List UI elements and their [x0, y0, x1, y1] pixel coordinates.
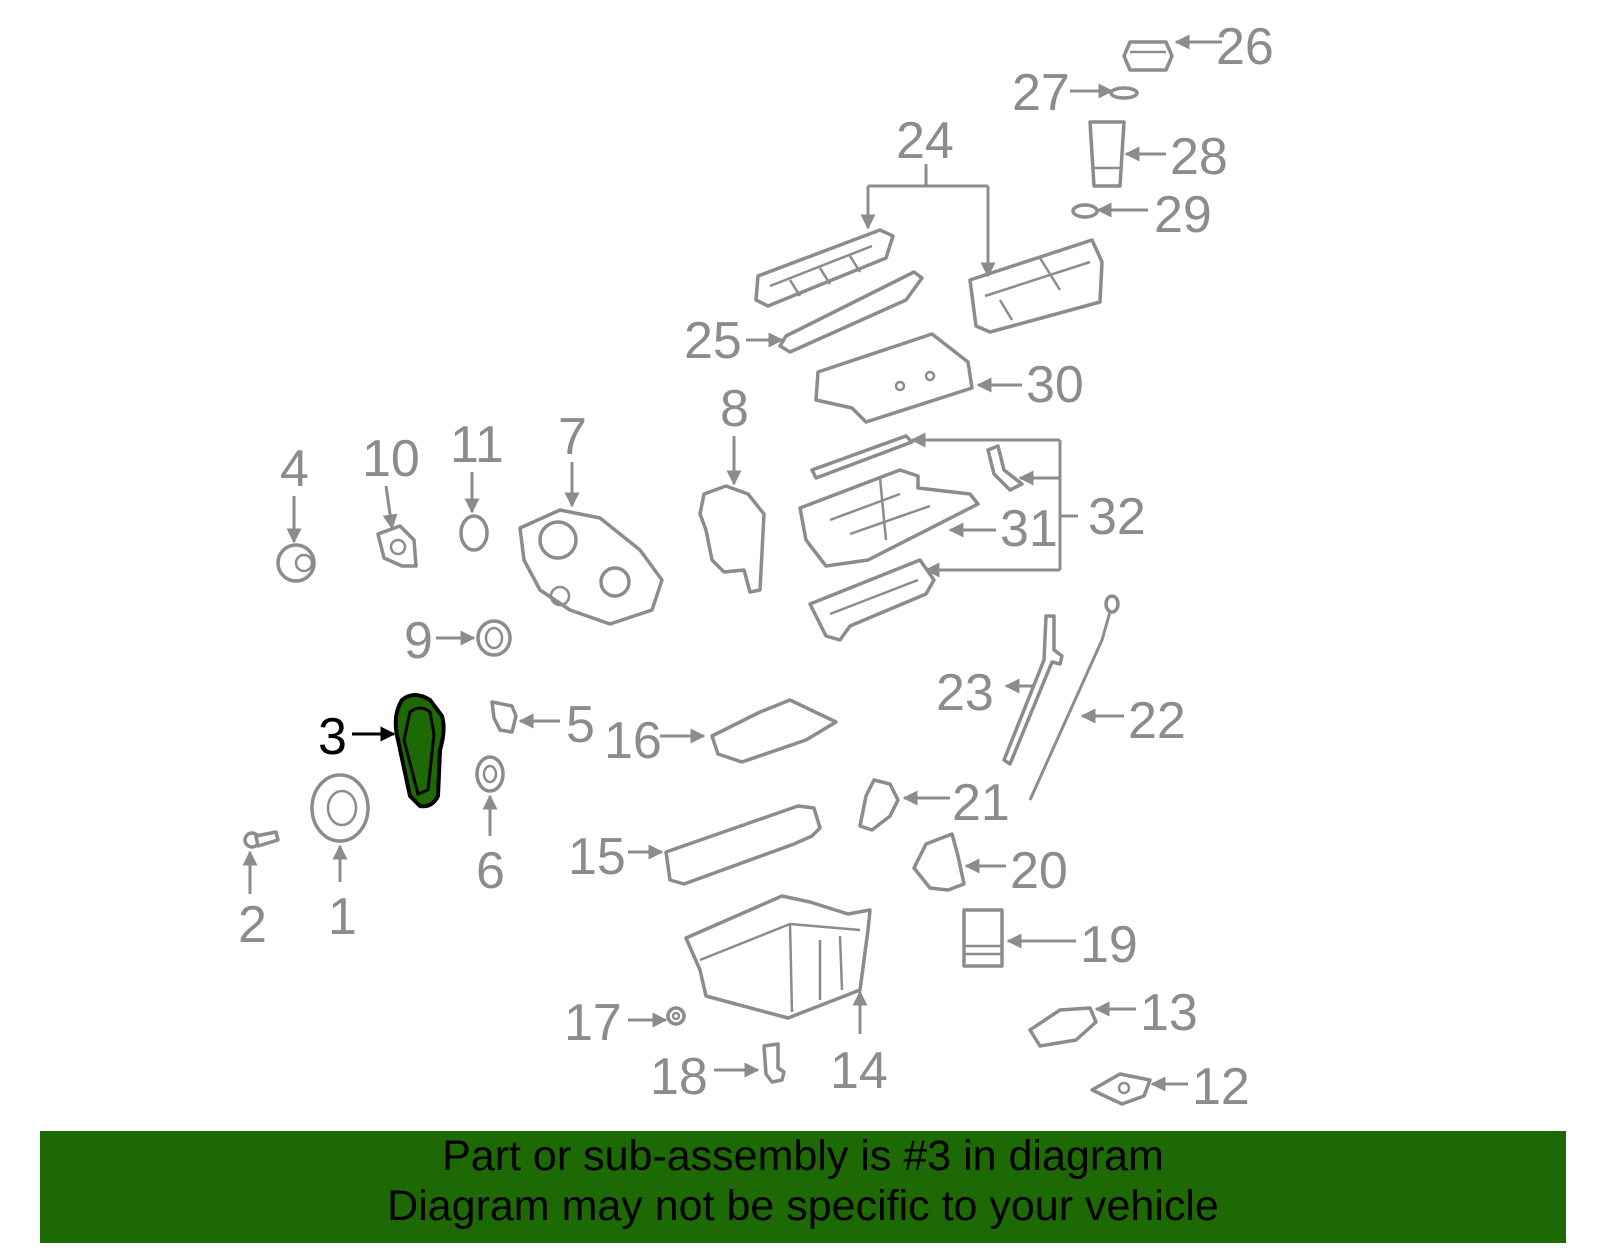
callout-11: 11	[450, 416, 504, 474]
part-29-seal[interactable]	[1071, 203, 1099, 219]
callout-20: 20	[1010, 842, 1068, 900]
banner-line-disclaimer: Diagram may not be specific to your vehi…	[387, 1182, 1219, 1230]
banner-line-part-number: Part or sub-assembly is #3 in diagram	[442, 1132, 1164, 1180]
part-22-dipstick[interactable]	[1028, 594, 1120, 801]
part-5-sensor[interactable]	[490, 700, 518, 734]
part-15-oil-pan-gasket[interactable]	[664, 804, 822, 886]
part-6-seal[interactable]	[475, 755, 505, 793]
callout-14: 14	[830, 1042, 888, 1100]
part-26-oil-cap[interactable]	[1122, 40, 1174, 72]
part-14-oil-pan[interactable]	[684, 894, 872, 1020]
callout-3: 3	[318, 708, 347, 766]
part-28-fill-tube[interactable]	[1088, 120, 1126, 188]
callout-12: 12	[1192, 1058, 1250, 1116]
callout-22: 22	[1128, 692, 1186, 750]
part-21-pickup[interactable]	[858, 778, 900, 832]
part-7-timing-cover[interactable]	[518, 508, 664, 626]
callout-6: 6	[476, 842, 505, 900]
part-13-bracket[interactable]	[1028, 1006, 1098, 1048]
part-12-plate[interactable]	[1090, 1072, 1152, 1106]
callout-4: 4	[280, 440, 309, 498]
callout-23: 23	[936, 664, 994, 722]
part-11-o-ring[interactable]	[459, 514, 489, 552]
callout-27: 27	[1012, 64, 1070, 122]
callout-17: 17	[564, 994, 622, 1052]
callout-30: 30	[1026, 356, 1084, 414]
callout-7: 7	[558, 408, 587, 466]
callout-10: 10	[362, 430, 420, 488]
part-3-timing-chain[interactable]	[393, 693, 446, 809]
callout-25: 25	[684, 312, 742, 370]
callout-28: 28	[1170, 128, 1228, 186]
callout-1: 1	[328, 888, 357, 946]
info-banner: Part or sub-assembly is #3 in diagram Di…	[40, 1131, 1566, 1243]
callout-19: 19	[1080, 916, 1138, 974]
part-27-washer[interactable]	[1109, 86, 1139, 100]
part-16-oil-baffle[interactable]	[710, 698, 838, 764]
part-4-idler-pulley[interactable]	[276, 543, 316, 583]
callout-21: 21	[952, 774, 1010, 832]
part-18-oil-sensor[interactable]	[762, 1042, 786, 1084]
callout-9: 9	[404, 612, 433, 670]
part-17-drain-plug[interactable]	[666, 1006, 686, 1026]
callout-18: 18	[650, 1048, 708, 1106]
callout-15: 15	[568, 828, 626, 886]
part-9-front-seal[interactable]	[476, 619, 512, 657]
part-32-lower-gasket[interactable]	[808, 558, 936, 642]
callout-2: 2	[238, 896, 267, 954]
part-19-oil-filter[interactable]	[962, 908, 1004, 968]
part-24-valve-cover-right[interactable]	[968, 238, 1104, 334]
callout-24: 24	[896, 112, 954, 170]
callout-31: 31	[1000, 500, 1058, 558]
part-1-crankshaft-pulley[interactable]	[310, 773, 370, 843]
part-31-intake-manifold[interactable]	[798, 468, 980, 568]
part-8-timing-cover-gasket[interactable]	[698, 484, 766, 594]
callout-16: 16	[604, 712, 662, 770]
part-2-bolt[interactable]	[243, 830, 280, 849]
callout-8: 8	[720, 380, 749, 438]
part-10-tensioner[interactable]	[376, 524, 418, 568]
callout-13: 13	[1140, 984, 1198, 1042]
callout-29: 29	[1154, 186, 1212, 244]
callout-32: 32	[1088, 488, 1146, 546]
part-20-housing[interactable]	[912, 832, 966, 892]
part-24-valve-cover-left[interactable]	[754, 228, 895, 308]
callout-5: 5	[566, 696, 595, 754]
callout-26: 26	[1216, 18, 1274, 76]
part-30-intake-cover[interactable]	[814, 332, 974, 424]
part-23-dipstick-tube[interactable]	[1002, 614, 1064, 766]
part-32-bracket[interactable]	[986, 444, 1024, 492]
